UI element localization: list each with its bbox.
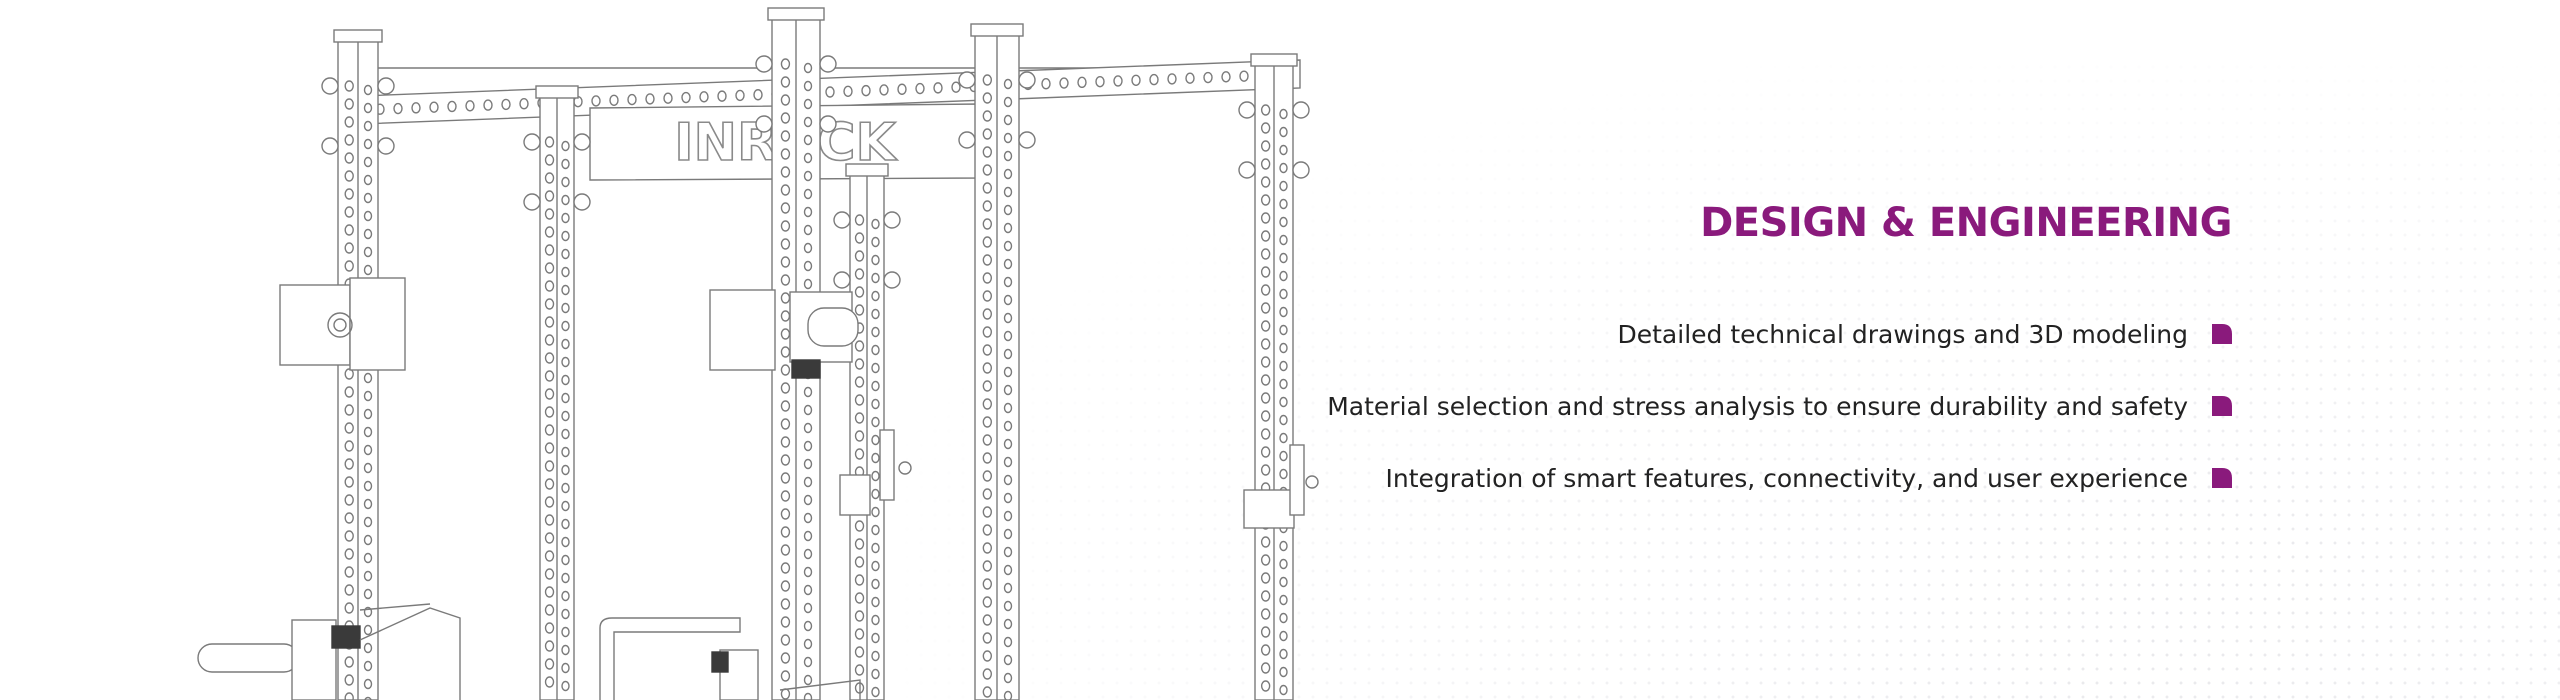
hole	[825, 86, 835, 98]
hole	[411, 102, 421, 114]
hole	[1041, 78, 1051, 90]
hole	[1131, 74, 1141, 86]
side-attachment-center	[839, 429, 912, 516]
hole	[1113, 75, 1123, 87]
hole	[1095, 75, 1105, 88]
upright-post	[958, 23, 1036, 700]
hole	[951, 81, 961, 93]
hole	[1059, 77, 1069, 89]
hole	[429, 101, 439, 113]
feature-text: Integration of smart features, connectiv…	[1385, 463, 2188, 493]
hole	[699, 91, 709, 103]
hole	[609, 94, 619, 106]
hole	[663, 92, 673, 104]
hole	[501, 98, 511, 111]
power-rack-illustration: INRACK	[197, 7, 1319, 700]
bookmark-corner-icon	[2212, 468, 2232, 488]
hole	[717, 90, 727, 102]
hole	[1203, 71, 1213, 84]
side-attachment-right	[1243, 444, 1319, 529]
upright-post	[523, 85, 591, 700]
feature-text: Detailed technical drawings and 3D model…	[1617, 319, 2189, 349]
hole	[735, 89, 745, 102]
hole	[897, 83, 907, 95]
hole	[519, 98, 529, 110]
design-engineering-section: DESIGN & ENGINEERING Detailed technical …	[1232, 200, 2232, 514]
hole	[1221, 71, 1231, 83]
j-hook-left	[279, 277, 406, 371]
hole	[591, 95, 601, 107]
upright-post	[833, 163, 901, 700]
feature-list: Detailed technical drawings and 3D model…	[1232, 298, 2232, 514]
hole	[447, 100, 457, 113]
hole	[1239, 70, 1249, 82]
hole	[1149, 73, 1159, 86]
barbell-sleeve-center	[599, 617, 861, 700]
dotted-background	[900, 60, 2560, 700]
hole	[1185, 72, 1195, 84]
hole	[393, 102, 403, 115]
hole	[753, 89, 763, 101]
feature-text: Material selection and stress analysis t…	[1327, 391, 2188, 421]
list-item: Material selection and stress analysis t…	[1232, 370, 2232, 442]
bookmark-corner-icon	[2212, 324, 2232, 344]
hole	[1167, 73, 1177, 85]
hole	[861, 84, 871, 97]
hole	[681, 91, 691, 104]
hole	[1077, 76, 1087, 89]
hole	[627, 93, 637, 106]
hole	[645, 93, 655, 105]
upright-post	[1238, 53, 1310, 700]
hole	[879, 84, 889, 96]
barbell-sleeve-left	[197, 603, 461, 700]
hole	[843, 85, 853, 98]
list-item: Integration of smart features, connectiv…	[1232, 442, 2232, 514]
bookmark-corner-icon	[2212, 396, 2232, 416]
list-item: Detailed technical drawings and 3D model…	[1232, 298, 2232, 370]
hole	[465, 100, 475, 112]
section-title: DESIGN & ENGINEERING	[1700, 200, 2232, 246]
j-hook-center	[709, 289, 859, 379]
hole	[483, 99, 493, 111]
hole	[933, 82, 943, 94]
hole	[915, 82, 925, 95]
